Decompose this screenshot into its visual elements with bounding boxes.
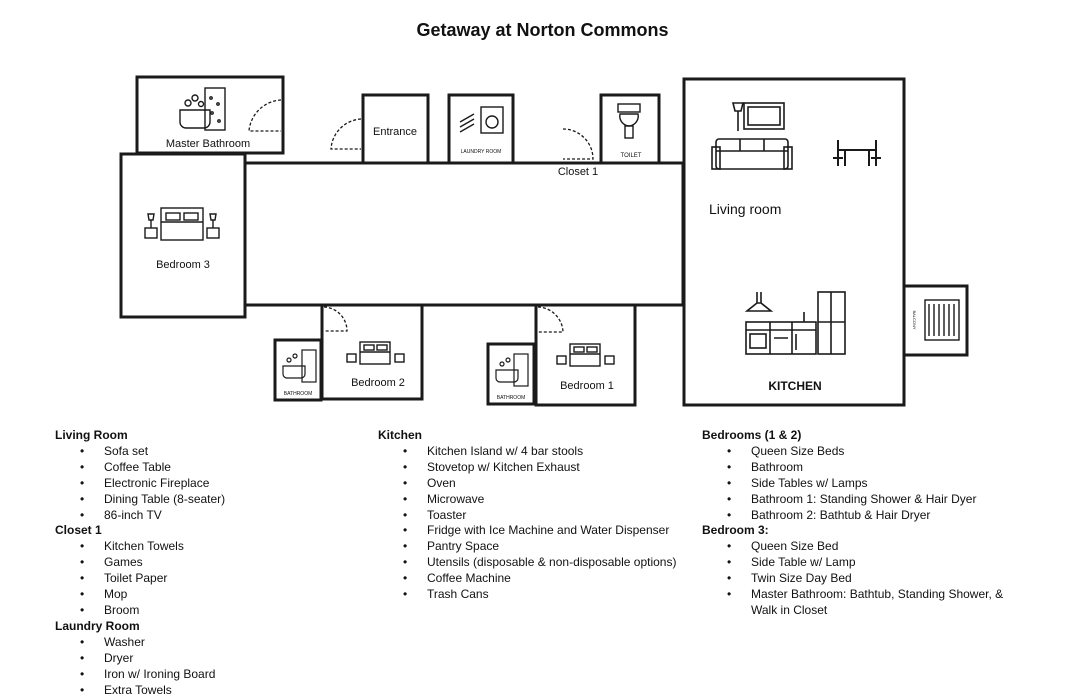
room-entrance bbox=[361, 93, 430, 165]
label-bedroom-1: Bedroom 1 bbox=[560, 380, 614, 392]
hallway bbox=[243, 161, 685, 307]
room-toilet bbox=[599, 93, 661, 165]
label-balcony: BALCONY bbox=[912, 310, 917, 329]
list-item: Fridge with Ice Machine and Water Dispen… bbox=[378, 523, 698, 539]
walls bbox=[119, 75, 969, 407]
list-item: Pantry Space bbox=[378, 539, 698, 555]
amenities-column-1: Living Room Sofa set Coffee Table Electr… bbox=[55, 428, 355, 698]
list-item: Microwave bbox=[378, 492, 698, 508]
list-item: Queen Size Beds bbox=[702, 444, 1072, 460]
list-item: Coffee Machine bbox=[378, 571, 698, 587]
list-item: Games bbox=[55, 555, 355, 571]
list-item: Bathroom 1: Standing Shower & Hair Dyer bbox=[702, 492, 1072, 508]
section-heading-bedroom-3: Bedroom 3: bbox=[702, 523, 769, 538]
section-heading-living-room: Living Room bbox=[55, 428, 128, 442]
label-bedroom-3: Bedroom 3 bbox=[156, 259, 210, 271]
label-bathroom-2: BATHROOM bbox=[284, 391, 313, 397]
dining-table-icon bbox=[833, 140, 881, 166]
list-item: Washer bbox=[55, 635, 355, 651]
page-title: Getaway at Norton Commons bbox=[416, 20, 669, 40]
amenities-column-2: Kitchen Kitchen Island w/ 4 bar stools S… bbox=[378, 428, 698, 603]
list-item: Dining Table (8-seater) bbox=[55, 492, 355, 508]
shower-icon bbox=[301, 349, 317, 383]
label-bedroom-2: Bedroom 2 bbox=[351, 377, 405, 389]
section-heading-laundry-room: Laundry Room bbox=[55, 618, 140, 633]
list-item: Iron w/ Ironing Board bbox=[55, 667, 355, 683]
bathtub-icon bbox=[179, 94, 211, 129]
list-item: Coffee Table bbox=[55, 460, 355, 476]
label-master-bathroom: Master Bathroom bbox=[166, 138, 250, 150]
door-swing-icon bbox=[248, 99, 594, 333]
section-heading-kitchen: Kitchen bbox=[378, 428, 423, 442]
list-item: Twin Size Day Bed bbox=[702, 571, 1072, 587]
list-item: Utensils (disposable & non-disposable op… bbox=[378, 555, 698, 571]
list-item: Queen Size Bed bbox=[702, 539, 1072, 555]
list-item: Bathroom bbox=[702, 460, 1072, 476]
list-item: Mop bbox=[55, 587, 355, 603]
toilet-icon bbox=[617, 103, 641, 139]
amenities-column-3: Bedrooms (1 & 2) Queen Size Beds Bathroo… bbox=[702, 428, 1072, 619]
list-item: Toaster bbox=[378, 508, 698, 524]
room-bedroom-3 bbox=[119, 152, 247, 319]
list-item: Stovetop w/ Kitchen Exhaust bbox=[378, 460, 698, 476]
room-bedroom-1 bbox=[534, 303, 637, 407]
label-laundry-room: LAUNDRY ROOM bbox=[461, 149, 502, 155]
section-heading-bedrooms-1-2: Bedrooms (1 & 2) bbox=[702, 428, 802, 442]
bed-icon bbox=[346, 341, 405, 365]
section-heading-closet-1: Closet 1 bbox=[55, 523, 102, 538]
list-item: Side Table w/ Lamp bbox=[702, 555, 1072, 571]
room-bathroom-1 bbox=[486, 342, 536, 406]
label-kitchen: KITCHEN bbox=[768, 379, 821, 393]
sofa-icon bbox=[711, 138, 793, 170]
balcony-icon bbox=[924, 299, 960, 341]
bathtub-icon bbox=[495, 357, 519, 383]
list-item: Oven bbox=[378, 476, 698, 492]
label-living-room: Living room bbox=[709, 201, 781, 217]
laundry-icon bbox=[459, 106, 504, 134]
label-entrance: Entrance bbox=[373, 126, 417, 138]
label-toilet: TOILET bbox=[621, 153, 642, 159]
list-item: Kitchen Island w/ 4 bar stools bbox=[378, 444, 698, 460]
floor-plan: Master Bathroom Entrance LAUNDRY ROOM TO… bbox=[119, 75, 969, 407]
list-item: Toilet Paper bbox=[55, 571, 355, 587]
room-living-kitchen bbox=[682, 77, 906, 407]
bed-icon bbox=[556, 343, 615, 367]
room-laundry bbox=[447, 93, 515, 165]
list-item: Dryer bbox=[55, 651, 355, 667]
list-item: Electronic Fireplace bbox=[55, 476, 355, 492]
label-bathroom-1: BATHROOM bbox=[497, 395, 526, 401]
list-item: Sofa set bbox=[55, 444, 355, 460]
fridge-icon bbox=[817, 291, 846, 355]
bed-icon bbox=[144, 207, 220, 241]
list-item: 86-inch TV bbox=[55, 508, 355, 524]
label-closet-1: Closet 1 bbox=[558, 166, 598, 178]
room-balcony bbox=[902, 284, 969, 357]
list-item-continuation: Walk in Closet bbox=[751, 602, 828, 617]
list-item: Broom bbox=[55, 603, 355, 619]
list-item: Extra Towels bbox=[55, 683, 355, 699]
shower-icon bbox=[513, 353, 529, 387]
tv-icon bbox=[731, 102, 785, 131]
room-bathroom-2 bbox=[273, 338, 323, 402]
list-item: Kitchen Towels bbox=[55, 539, 355, 555]
list-item: Trash Cans bbox=[378, 587, 698, 603]
shower-icon bbox=[204, 87, 226, 131]
bathtub-icon bbox=[282, 353, 306, 379]
range-hood-icon bbox=[744, 292, 774, 312]
list-item: Side Tables w/ Lamps bbox=[702, 476, 1072, 492]
list-item: Bathroom 2: Bathtub & Hair Dryer bbox=[702, 508, 1072, 524]
kitchen-counter-icon bbox=[745, 312, 817, 355]
list-item: Master Bathroom: Bathtub, Standing Showe… bbox=[702, 587, 1072, 603]
